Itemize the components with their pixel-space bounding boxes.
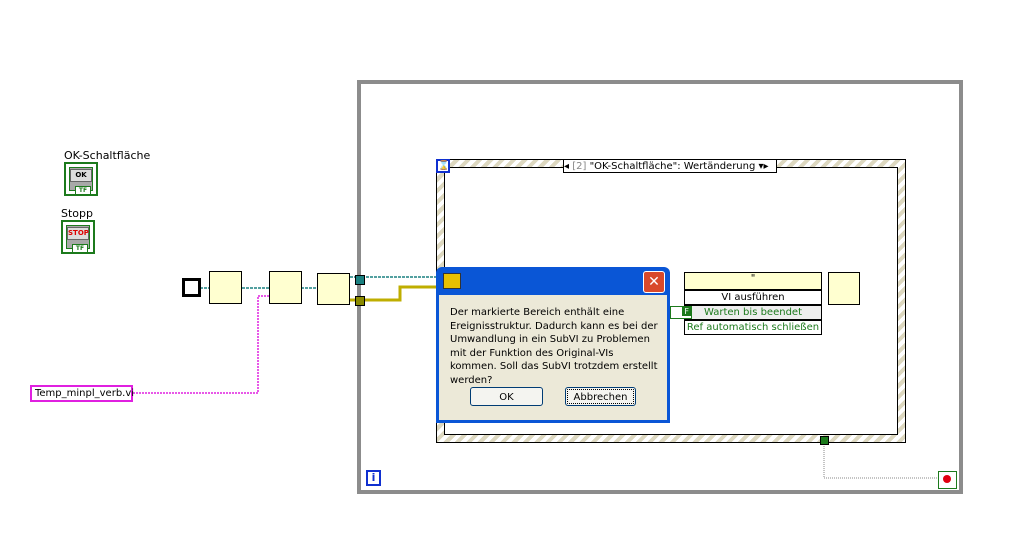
prev-case-arrow-icon[interactable]: ◂ [564, 161, 570, 172]
tf-tag: TF [72, 244, 88, 253]
invoke-method-run-vi[interactable]: VI ausführen [684, 290, 822, 305]
cancel-button[interactable]: Abbrechen [565, 387, 636, 406]
labview-app-icon [443, 273, 461, 289]
stop-button-label: Stopp [61, 207, 93, 220]
close-reference-node[interactable] [828, 272, 860, 305]
dropdown-arrow-icon[interactable]: ▾▸ [758, 161, 769, 172]
open-vi-reference-node[interactable] [209, 271, 242, 304]
dialog-title-bar[interactable]: ✕ [436, 267, 670, 295]
case-index: [2] [572, 161, 587, 172]
while-loop[interactable] [357, 80, 963, 494]
close-button[interactable]: ✕ [643, 271, 665, 293]
grid-property-node[interactable] [317, 273, 350, 305]
confirmation-dialog: ✕ Der markierte Bereich enthält eine Ere… [436, 267, 670, 423]
vi-path-constant[interactable] [182, 278, 201, 297]
false-constant[interactable]: F [670, 306, 692, 319]
param-wait-until-done[interactable]: Warten bis beendet [684, 305, 822, 320]
tunnel-ref [355, 275, 365, 285]
stop-text: STOP [67, 227, 89, 240]
ok-button-label: OK-Schaltfläche [64, 149, 151, 162]
ok-button[interactable]: OK [470, 387, 543, 406]
iteration-terminal: i [366, 470, 381, 486]
string-constant[interactable]: Temp_minpl_verb.vi [30, 385, 134, 402]
ok-button-terminal[interactable]: OK TF [64, 162, 98, 196]
param-auto-dispose-ref[interactable]: Ref automatisch schließen [684, 320, 822, 335]
open-vi-reference-node-2[interactable] [269, 271, 302, 304]
stop-condition-terminal[interactable] [938, 471, 957, 489]
false-text: F [682, 307, 691, 316]
invoke-node-header[interactable]: " [684, 272, 822, 290]
stop-button-terminal[interactable]: STOP TF [61, 220, 95, 254]
case-name: "OK-Schaltfläche": Wertänderung [589, 161, 756, 172]
event-case-selector[interactable]: ◂ [2] "OK-Schaltfläche": Wertänderung ▾▸ [563, 159, 777, 173]
tf-tag: TF [75, 186, 91, 195]
ok-text: OK [70, 169, 92, 182]
tunnel-bool [820, 436, 829, 445]
tunnel-error [355, 296, 365, 306]
dialog-message: Der markierte Bereich enthält eine Ereig… [450, 307, 658, 386]
timeout-hourglass-icon: ⌛ [436, 159, 450, 173]
